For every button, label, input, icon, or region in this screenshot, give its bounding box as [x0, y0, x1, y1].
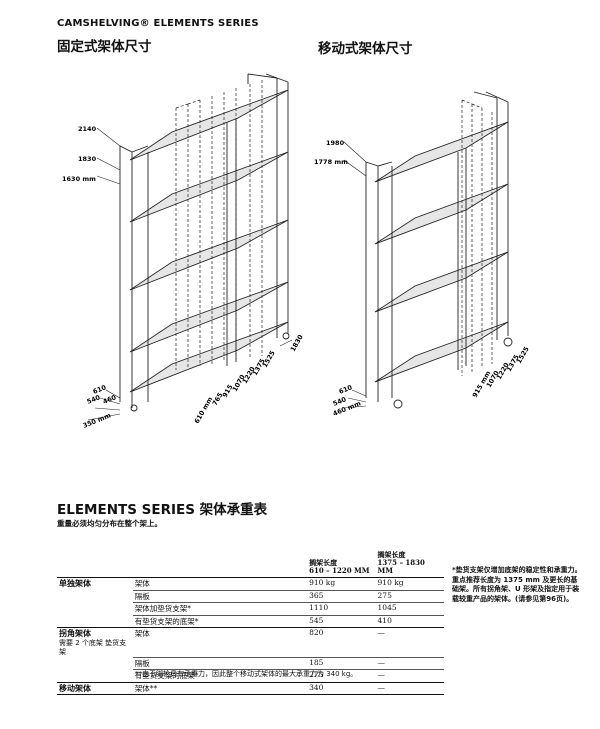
side-note: *垫货支架仅增加底架的稳定性和承重力。重点推荐长度为 1375 mm 及更长的基… [452, 566, 582, 603]
fixed-height-label: 1830 [78, 155, 97, 163]
column-header: 搁架长度 1375 – 1830 MM [377, 550, 425, 575]
fixed-length-label: 1830 [289, 333, 305, 353]
fixed-length-label: 610 mm [193, 395, 215, 425]
fixed-depth-label: 350 mm [82, 411, 112, 430]
mobile-shelf-3 [374, 251, 509, 313]
mobile-shelf-unit [365, 91, 513, 409]
shelving-dimension-diagram: 2140 1830 1630 mm 610 540 460 350 mm 183… [62, 73, 531, 430]
mobile-shelf-1 [374, 121, 509, 183]
item-cell: 隔板 [132, 589, 308, 603]
item-cell: 有垫货支架的底架* [132, 614, 308, 628]
value-cell: — [375, 681, 444, 695]
item-cell: 有垫货支架的底架* [132, 669, 308, 682]
value-cell: 275 [375, 589, 444, 603]
fixed-shelving-title: 固定式架体尺寸 [57, 39, 152, 55]
load-table-title: ELEMENTS SERIES 架体承重表 [57, 502, 268, 518]
table-row: 有垫货支架的底架*275— [57, 669, 444, 682]
value-cell: 410 [375, 614, 444, 628]
value-cell: — [375, 627, 444, 657]
column-header: 搁架长度 610 – 1220 MM [309, 558, 370, 575]
item-cell: 架体 [132, 577, 308, 590]
fixed-height-label: 2140 [78, 125, 97, 133]
value-cell: — [375, 669, 444, 682]
value-cell: 545 [307, 614, 376, 628]
mobile-shelf-2 [374, 183, 509, 245]
table-header-row: 搁架长度 610 – 1220 MM 搁架长度 1375 – 1830 MM [57, 551, 444, 578]
load-capacity-table: 搁架长度 610 – 1220 MM 搁架长度 1375 – 1830 MM 单… [57, 551, 444, 695]
item-cell: 架体 [132, 627, 308, 657]
table-row: 移动架体架体**340— [57, 681, 444, 695]
item-cell: 架体** [132, 681, 308, 695]
item-cell: 架体加垫货支架* [132, 602, 308, 615]
value-cell: 185 [307, 656, 376, 670]
mobile-height-label: 1778 mm [314, 158, 348, 166]
value-cell: 820 [307, 627, 376, 657]
series-title: CAMSHELVING® ELEMENTS SERIES [57, 18, 259, 29]
value-cell: 340 [307, 681, 376, 695]
item-cell: 隔板 [132, 656, 308, 670]
fixed-shelf-3 [129, 219, 289, 291]
value-cell: 365 [307, 589, 376, 603]
fixed-height-label: 1630 mm [62, 175, 96, 183]
mobile-depth-label: 610 [338, 383, 354, 396]
category-cell: 拐角架体需要 2 个底架 垫货支架 [57, 627, 133, 657]
fixed-depth-label: 610 [92, 383, 108, 396]
value-cell: 910 kg [375, 577, 444, 590]
value-cell: 275 [307, 669, 376, 682]
value-cell: — [375, 656, 444, 670]
fixed-shelf-unit [119, 73, 290, 412]
fixed-shelf-2 [129, 151, 289, 223]
mobile-shelving-title: 移动式架体尺寸 [318, 41, 413, 57]
fixed-depth-label: 540 [86, 393, 102, 406]
fixed-shelf-1 [129, 89, 289, 161]
value-cell: 1045 [375, 602, 444, 615]
load-table-subtitle: 重量必须均匀分布在整个架上。 [57, 519, 162, 528]
mobile-height-label: 1980 [326, 139, 345, 147]
table-footnote: **由于脚轮具有承重力，因此整个移动式架体的最大承重力为 340 kg。 [135, 670, 358, 678]
category-cell: 单独架体 [57, 577, 133, 590]
value-cell: 910 kg [307, 577, 376, 590]
category-cell: 移动架体 [57, 681, 133, 695]
value-cell: 1110 [307, 602, 376, 615]
fixed-shelf-4 [129, 281, 289, 353]
